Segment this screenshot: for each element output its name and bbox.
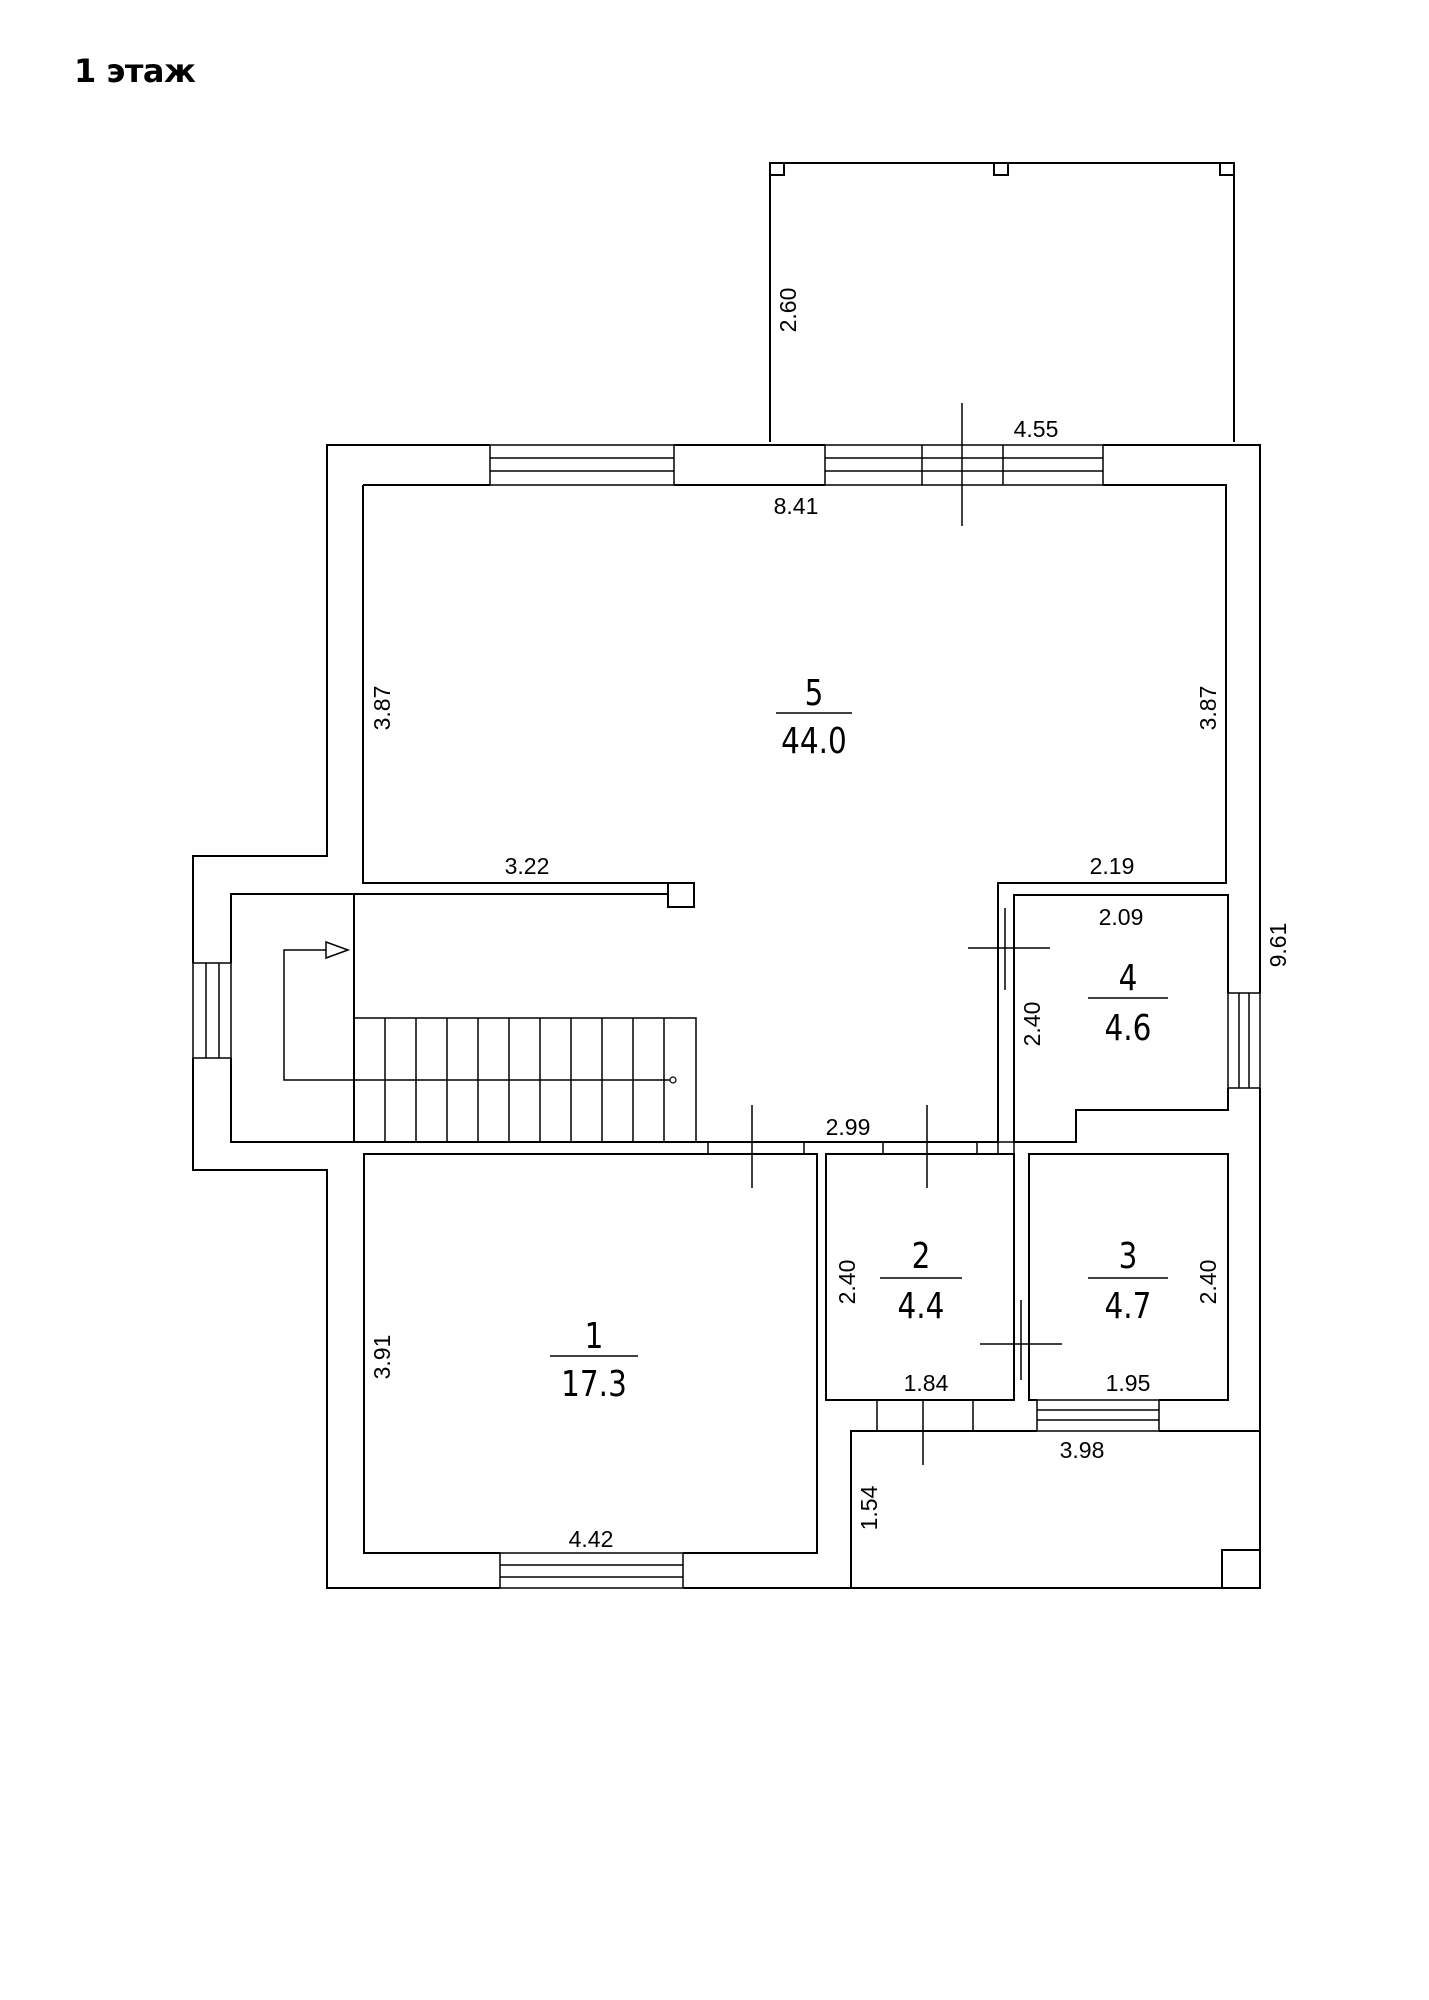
- dim-room3-depth: 2.40: [1195, 1260, 1221, 1305]
- dim-room4-width: 2.09: [1099, 904, 1144, 930]
- room-1-number: 1: [585, 1314, 604, 1357]
- dim-porch-depth: 1.54: [856, 1485, 882, 1530]
- porch: [850, 1430, 1261, 1589]
- dim-hall-bottom-left: 3.22: [505, 853, 550, 879]
- dim-hall-left-depth: 3.87: [369, 686, 395, 731]
- windows: [191, 443, 1262, 1590]
- dim-hall-bottom-right: 2.19: [1090, 853, 1135, 879]
- dim-room1-width: 4.42: [569, 1526, 614, 1552]
- page-title: 1 этаж: [74, 52, 196, 90]
- dimension-labels: 2.60 4.55 8.41 3.87 3.87 3.22 2.19 2.09 …: [369, 288, 1291, 1552]
- room-2-number: 2: [912, 1234, 931, 1277]
- dim-room4-depth: 2.40: [1019, 1002, 1045, 1047]
- dim-terrace-width: 4.55: [1014, 416, 1059, 442]
- stair-enclosure: [230, 882, 998, 1143]
- dim-porch-width: 3.98: [1060, 1437, 1105, 1463]
- room-5-number: 5: [805, 671, 824, 714]
- outer-walls: [192, 444, 1261, 1589]
- dim-terrace-depth: 2.60: [775, 288, 801, 333]
- dim-room2-depth: 2.40: [834, 1260, 860, 1305]
- terrace: [769, 162, 1235, 442]
- dim-corridor-width: 2.99: [826, 1114, 871, 1140]
- dim-hall-width: 8.41: [774, 493, 819, 519]
- room-5-area: 44.0: [781, 719, 847, 762]
- room-4-number: 4: [1119, 956, 1138, 999]
- room-5-outline: [362, 484, 1227, 1143]
- dim-total-depth: 9.61: [1265, 923, 1291, 968]
- dim-hall-right-depth: 3.87: [1195, 686, 1221, 731]
- room-2-area: 4.4: [898, 1284, 945, 1327]
- room-1-area: 17.3: [561, 1362, 627, 1405]
- dim-room2-width: 1.84: [904, 1370, 949, 1396]
- doors: [707, 403, 1062, 1465]
- dim-room3-width: 1.95: [1106, 1370, 1151, 1396]
- column: [667, 882, 695, 908]
- room-3-number: 3: [1119, 1234, 1138, 1277]
- room-labels: 5 44.0 1 17.3 2 4.4 3 4.7 4 4.6: [550, 671, 1168, 1405]
- room-3-area: 4.7: [1105, 1284, 1152, 1327]
- room-4-area: 4.6: [1105, 1006, 1152, 1049]
- staircase: [283, 940, 697, 1143]
- dim-room1-depth: 3.91: [369, 1335, 395, 1380]
